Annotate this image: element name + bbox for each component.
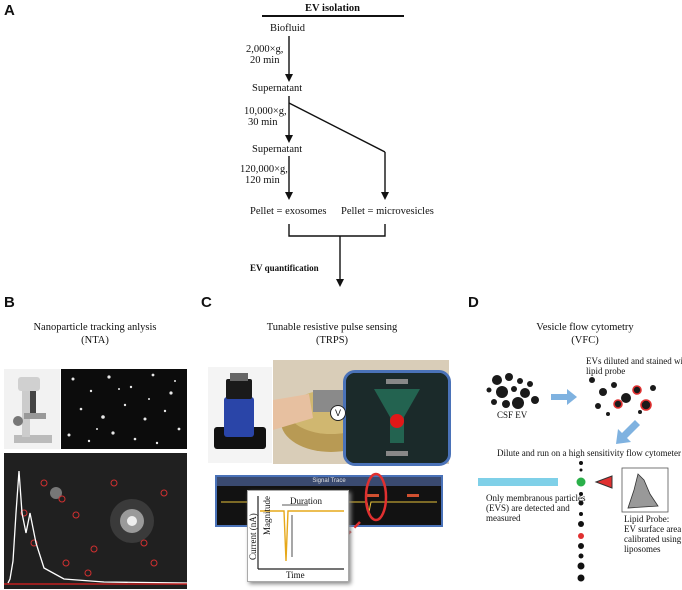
flow-step1-speed: 2,000×g,	[246, 44, 284, 55]
vfc-diluted-2: lipid probe	[586, 366, 626, 376]
instrument-icon	[214, 373, 266, 449]
vfc-lipid-2: EV surface area	[624, 524, 682, 534]
trps-abbr: (TRPS)	[315, 335, 349, 346]
panel-letter-a: A	[4, 2, 15, 19]
panel-letter-b: B	[4, 294, 15, 311]
nta-tracking-photo	[4, 453, 187, 589]
flow-pellet-microvesicles: Pellet = microvesicles	[341, 206, 434, 217]
microscope-photo	[4, 369, 60, 449]
vfc-only-1: Only membranous particles	[486, 493, 586, 503]
flow-step1-time: 20 min	[250, 55, 280, 66]
pulse-zoom-plot	[257, 496, 344, 570]
vfc-only-3: measured	[486, 513, 521, 523]
voltage-symbol: V	[330, 405, 346, 421]
nta-title: Nanoparticle tracking anlysis	[33, 322, 157, 333]
flow-supernatant-1: Supernatant	[252, 83, 303, 94]
microscope-icon	[13, 377, 52, 443]
trps-pore-inset	[343, 370, 451, 466]
flow-step2-speed: 10,000×g,	[244, 106, 287, 117]
vfc-diluted-1: EVs diluted and stained with	[586, 356, 682, 366]
vfc-only-2: (EVS) are detected and	[486, 503, 570, 513]
vfc-abbr: (VFC)	[571, 335, 599, 346]
flow-supernatant-2: Supernatant	[252, 144, 303, 155]
flow-quantification: EV quantification	[250, 263, 319, 273]
pulse-zoom-box	[247, 490, 349, 582]
trps-instrument-photo	[208, 367, 272, 463]
vfc-lipid-3: calibrated using	[624, 534, 682, 544]
nta-particles-photo	[61, 369, 187, 449]
nta-abbr: (NTA)	[81, 335, 109, 346]
pulse-time-label: Time	[286, 570, 305, 580]
nta-tracking-overlay	[4, 470, 187, 585]
right-arrow-icon	[551, 389, 577, 405]
vfc-lipid-4: liposomes	[624, 544, 661, 554]
panel-letter-d: D	[468, 294, 479, 311]
pulse-duration-label: Duration	[290, 496, 322, 506]
flow-step3-speed: 120,000×g,	[240, 164, 288, 175]
flow-step3-time: 120 min	[245, 175, 280, 186]
vfc-title: Vesicle flow cytometry	[536, 322, 634, 333]
vfc-run-label: Dilute and run on a high sensitivity flo…	[497, 448, 681, 458]
flow-biofluid: Biofluid	[270, 23, 306, 34]
pore-diagram	[346, 373, 448, 463]
flow-step2-time: 30 min	[248, 117, 278, 128]
panel-letter-c: C	[201, 294, 212, 311]
vfc-lipid-1: Lipid Probe:	[624, 514, 670, 524]
particle-dots	[67, 373, 181, 445]
signal-trace-title: Signal Trace	[217, 477, 441, 486]
flow-title: EV isolation	[305, 3, 360, 14]
vfc-csf-label: CSF EV	[497, 410, 528, 420]
down-left-arrow-icon	[616, 420, 640, 444]
trps-title: Tunable resistive pulse sensing	[266, 322, 398, 333]
flow-pellet-exosomes: Pellet = exosomes	[250, 206, 327, 217]
